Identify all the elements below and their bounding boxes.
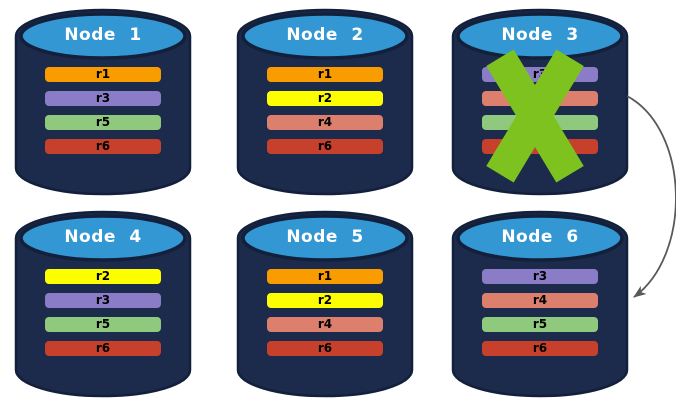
replica-bar: r6 xyxy=(267,139,383,154)
node-title: Node 5 xyxy=(286,227,364,247)
node-title: Node 4 xyxy=(64,227,142,247)
replica-bar: r1 xyxy=(45,67,161,82)
replica-bar: r2 xyxy=(267,91,383,106)
node-1: Node 1 r1 r3 r5 r6 xyxy=(13,8,193,196)
replica-bar: r3 xyxy=(45,91,161,106)
replica-label: r6 xyxy=(317,139,333,153)
replica-bar: r5 xyxy=(45,317,161,332)
replica-list: r3 xyxy=(482,67,598,163)
replica-label: r3 xyxy=(532,67,548,81)
replica-label: r6 xyxy=(95,139,111,153)
node-title: Node 6 xyxy=(501,227,579,247)
replica-label: r3 xyxy=(95,293,111,307)
replica-bar: r3 xyxy=(482,269,598,284)
replica-bar: r3 xyxy=(45,293,161,308)
replica-bar xyxy=(482,115,598,130)
replica-bar: r4 xyxy=(267,115,383,130)
replica-label: r1 xyxy=(95,67,111,81)
replica-label: r2 xyxy=(317,293,333,307)
node-3: Node 3 r3 xyxy=(450,8,630,196)
node-title: Node 3 xyxy=(501,25,579,45)
replica-label: r5 xyxy=(95,317,111,331)
replica-label: r6 xyxy=(95,341,111,355)
replica-list: r3 r4 r5 r6 xyxy=(482,269,598,365)
replica-bar: r2 xyxy=(267,293,383,308)
replica-bar: r2 xyxy=(45,269,161,284)
replica-bar: r6 xyxy=(482,341,598,356)
replica-label: r1 xyxy=(317,67,333,81)
replica-bar: r3 xyxy=(482,67,598,82)
replica-label: r3 xyxy=(95,91,111,105)
replica-label: r1 xyxy=(317,269,333,283)
node-title: Node 1 xyxy=(64,25,142,45)
replica-bar: r6 xyxy=(45,341,161,356)
replica-label: r4 xyxy=(317,115,333,129)
replica-label: r4 xyxy=(532,293,548,307)
replica-label: r2 xyxy=(317,91,333,105)
replica-label: r2 xyxy=(95,269,111,283)
replica-label: r3 xyxy=(532,269,548,283)
replica-bar: r6 xyxy=(267,341,383,356)
replica-bar: r5 xyxy=(45,115,161,130)
replica-bar: r5 xyxy=(482,317,598,332)
replica-bar xyxy=(482,91,598,106)
replica-list: r2 r3 r5 r6 xyxy=(45,269,161,365)
node-4: Node 4 r2 r3 r5 r6 xyxy=(13,210,193,398)
replica-bar: r4 xyxy=(267,317,383,332)
replica-label: r5 xyxy=(532,317,548,331)
replica-list: r1 r3 r5 r6 xyxy=(45,67,161,163)
replica-bar: r6 xyxy=(45,139,161,154)
replica-bar: r1 xyxy=(267,67,383,82)
replica-bar: r1 xyxy=(267,269,383,284)
replica-list: r1 r2 r4 r6 xyxy=(267,67,383,163)
node-6: Node 6 r3 r4 r5 r6 xyxy=(450,210,630,398)
replica-list: r1 r2 r4 r6 xyxy=(267,269,383,365)
replica-bar: r4 xyxy=(482,293,598,308)
replica-label: r5 xyxy=(95,115,111,129)
replica-label: r4 xyxy=(317,317,333,331)
replica-label: r6 xyxy=(317,341,333,355)
replica-label: r6 xyxy=(532,341,548,355)
node-5: Node 5 r1 r2 r4 r6 xyxy=(235,210,415,398)
node-title: Node 2 xyxy=(286,25,364,45)
node-2: Node 2 r1 r2 r4 r6 xyxy=(235,8,415,196)
replica-bar xyxy=(482,139,598,154)
